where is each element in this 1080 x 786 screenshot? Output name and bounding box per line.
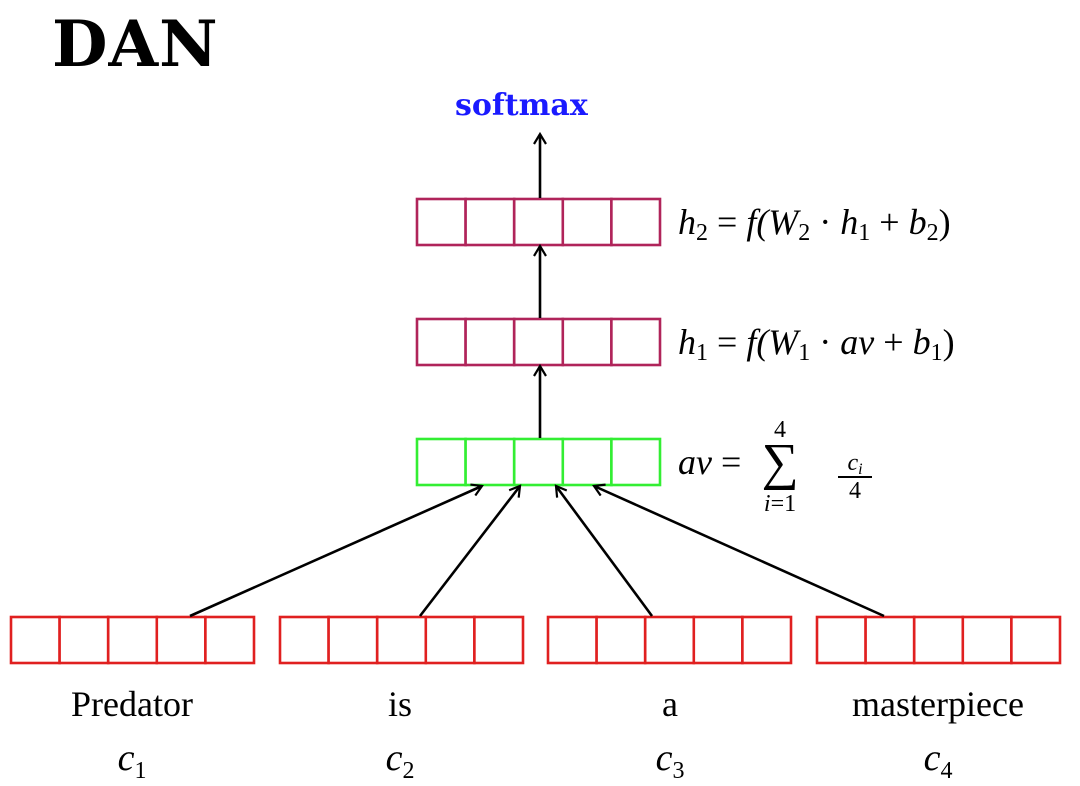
sum-lower-limit: i=1 xyxy=(763,491,797,517)
arrow-c1-to-av xyxy=(189,483,484,618)
word-label-1: Predator xyxy=(71,684,193,724)
word-label-2: is xyxy=(387,684,412,724)
vector-cell xyxy=(415,437,467,487)
vector-cell xyxy=(512,437,565,487)
fraction-denominator: 4 xyxy=(849,478,861,504)
sum-upper-limit: 4 xyxy=(774,417,786,443)
word-vector-c2 xyxy=(278,615,525,665)
vector-cell xyxy=(415,317,467,367)
vector-cell xyxy=(464,437,516,487)
av-equation-lhs: av = xyxy=(678,442,742,482)
h2-layer-vector xyxy=(415,197,662,247)
vector-cell xyxy=(155,615,207,665)
diagram-title: DAN xyxy=(52,7,219,82)
word-label-4: masterpiece xyxy=(852,684,1024,724)
vector-cell xyxy=(327,615,379,665)
vector-cell xyxy=(561,317,613,367)
vector-cell xyxy=(610,437,662,487)
softmax-label: softmax xyxy=(455,88,588,123)
fraction-numerator: ci xyxy=(847,450,863,478)
word-label-3: a xyxy=(662,684,678,724)
vector-cell xyxy=(512,317,565,367)
word-var-3: c3 xyxy=(655,737,685,784)
vector-cell xyxy=(692,615,744,665)
vector-cell xyxy=(58,615,110,665)
arrow-c4-to-av xyxy=(592,483,885,618)
vector-cell xyxy=(546,615,598,665)
arrow-c2-to-av xyxy=(418,484,522,617)
vector-cell xyxy=(204,615,256,665)
vector-cell xyxy=(9,615,61,665)
vector-cell xyxy=(741,615,793,665)
word-vector-c1 xyxy=(9,615,256,665)
vector-cell xyxy=(561,197,613,247)
vector-cell xyxy=(610,197,662,247)
vector-cell xyxy=(512,197,565,247)
arrow-c3-to-av xyxy=(554,484,654,617)
sum-symbol: ∑ xyxy=(761,434,799,491)
vector-cell xyxy=(106,615,159,665)
vector-cell xyxy=(1010,615,1062,665)
word-vector-c3 xyxy=(546,615,793,665)
vector-cell xyxy=(278,615,330,665)
h1-equation: h1 = f(W1 · av + b1) xyxy=(678,322,955,366)
vector-cell xyxy=(961,615,1013,665)
word-var-4: c4 xyxy=(923,737,953,784)
vector-cell xyxy=(424,615,476,665)
h1-layer-vector xyxy=(415,317,662,367)
vector-cell xyxy=(610,317,662,367)
vector-cell xyxy=(815,615,867,665)
word-vector-c4 xyxy=(815,615,1062,665)
vector-cell xyxy=(912,615,965,665)
word-var-1: c1 xyxy=(117,737,147,784)
vector-cell xyxy=(595,615,647,665)
vector-cell xyxy=(561,437,613,487)
word-var-2: c2 xyxy=(385,737,415,784)
vector-cell xyxy=(464,197,516,247)
vector-cell xyxy=(464,317,516,367)
fraction: ci 4 xyxy=(838,450,872,504)
vector-cell xyxy=(864,615,916,665)
fraction-bar xyxy=(838,476,872,478)
summation: 4 ∑ i=1 xyxy=(754,417,806,517)
vector-cell xyxy=(375,615,428,665)
vector-cell xyxy=(643,615,696,665)
vector-cell xyxy=(473,615,525,665)
vector-cell xyxy=(415,197,467,247)
h2-equation: h2 = f(W2 · h1 + b2) xyxy=(678,202,951,246)
av-layer-vector xyxy=(415,437,662,487)
